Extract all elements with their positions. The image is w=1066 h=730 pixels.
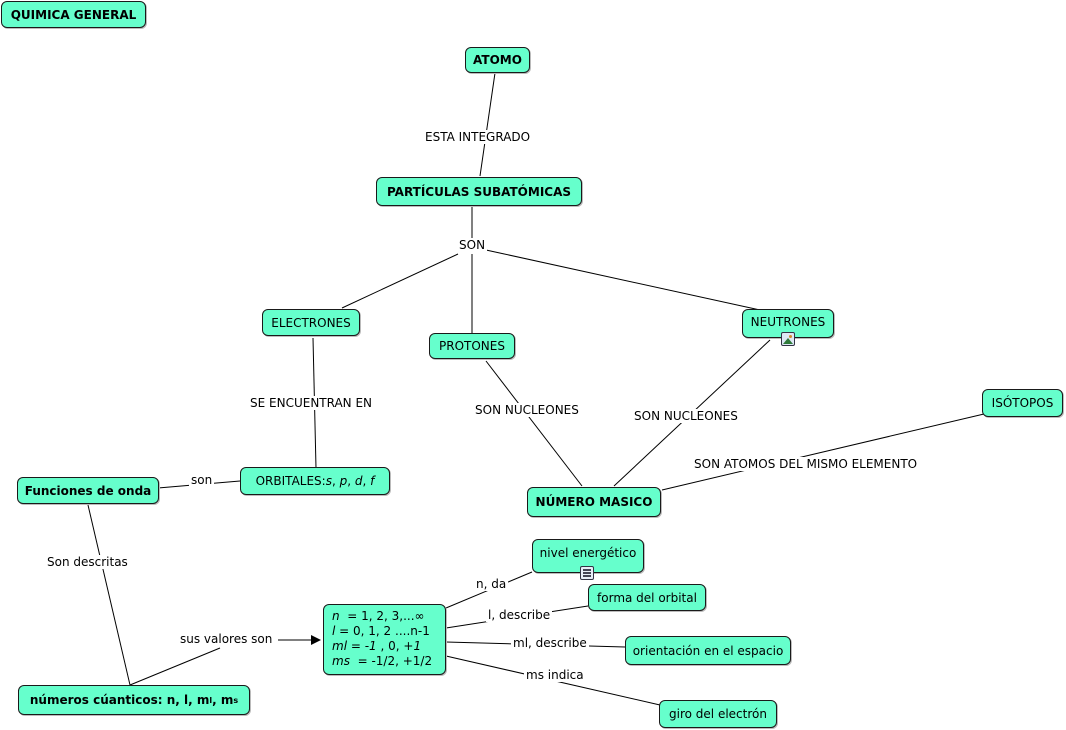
quantum-eq-ml: = [347,639,365,653]
orbital-s: s [325,474,332,488]
line-funciones-numeros [87,504,131,686]
node-nivel-label: nivel energético [539,546,637,560]
image-attachment-icon[interactable] [781,332,795,346]
orbital-sep-1: , [331,474,340,488]
label-ml-describe: ml, describe [511,636,589,650]
line-protones-masico [485,360,583,487]
label-son: SON [457,238,488,252]
quantum-var-n: n [332,609,340,623]
node-orientacion[interactable]: orientación en el espacio [625,636,791,665]
label-esta-integrado: ESTA INTEGRADO [423,130,533,144]
quantum-line-ml: ml = -1 , 0, +1 [332,639,445,654]
quantum-var-l: l [332,624,336,638]
line-son-neutrones [485,249,761,311]
label-son-atomos-mismo-elemento: SON ATOMOS DEL MISMO ELEMENTO [692,457,920,471]
node-forma-del-orbital[interactable]: forma del orbital [588,584,706,611]
label-son-lower: son [189,473,215,487]
quantum-var-ms: ms [332,654,350,668]
line-numeros-susvalores [129,647,221,686]
node-funciones-de-onda[interactable]: Funciones de onda [17,477,159,504]
node-particulas-subatomicas[interactable]: PARTÍCULAS SUBATÓMICAS [376,177,582,206]
quantum-val-ml-plus: +1 [403,639,422,653]
node-quantum-values[interactable]: n = 1, 2, 3,...∞ l = 0, 1, 2 ....n-1 ml … [323,604,446,675]
numeros-cuanticos-text: números cúanticos: n, l, m [29,693,210,707]
numeros-cuanticos-sub-l: l [209,695,213,705]
quantum-line-ms: ms = -1/2, +1/2 [332,654,445,669]
node-orbitales[interactable]: ORBITALES: s, p, d, f [240,467,390,495]
label-l-describe: l, describe [486,608,553,622]
orbital-d: d [354,474,363,488]
node-atomo[interactable]: ATOMO [465,47,530,73]
label-ms-indica: ms indica [524,668,586,682]
node-neutrones-label: NEUTRONES [750,315,826,329]
orbitales-prefix: ORBITALES: [255,474,326,488]
quantum-val-ml-minus: -1 [364,639,377,653]
label-se-encuentran-en: SE ENCUENTRAN EN [248,396,375,410]
document-attachment-icon[interactable] [580,566,594,580]
node-protones[interactable]: PROTONES [429,333,515,359]
orbital-p: p [339,474,348,488]
node-isotopos[interactable]: ISÓTOPOS [982,389,1063,417]
label-sus-valores-son: sus valores son [178,632,275,646]
quantum-val-ml-mid: , 0, [376,639,404,653]
quantum-var-ml: ml [332,639,348,653]
quantum-val-n: = 1, 2, 3,...∞ [339,609,425,623]
node-giro-del-electron[interactable]: giro del electrón [659,700,777,728]
label-son-nucleones-neutrones: SON NUCLEONES [632,409,740,423]
quantum-line-l: l = 0, 1, 2 ....n-1 [332,624,445,639]
quantum-val-ms: = -1/2, +1/2 [349,654,433,668]
map-title[interactable]: QUIMICA GENERAL [1,1,146,28]
orbital-f: f [370,474,375,488]
node-electrones[interactable]: ELECTRONES [262,309,360,336]
orbital-sep-2: , [347,474,355,488]
numeros-cuanticos-sep: , m [212,693,234,707]
quantum-line-n: n = 1, 2, 3,...∞ [332,609,445,624]
node-numero-masico[interactable]: NÚMERO MASICO [527,487,661,517]
line-atomo-particulas [479,72,496,177]
orbital-sep-3: , [362,474,371,488]
line-son-electrones [341,253,459,309]
label-son-descritas: Son descritas [45,555,130,569]
numeros-cuanticos-sub-s: s [233,695,239,705]
quantum-val-l: = 0, 1, 2 ....n-1 [335,624,430,638]
line-isotopos-masico [661,413,985,491]
label-n-da: n, da [474,577,509,591]
label-son-nucleones-protones: SON NUCLEONES [473,403,581,417]
